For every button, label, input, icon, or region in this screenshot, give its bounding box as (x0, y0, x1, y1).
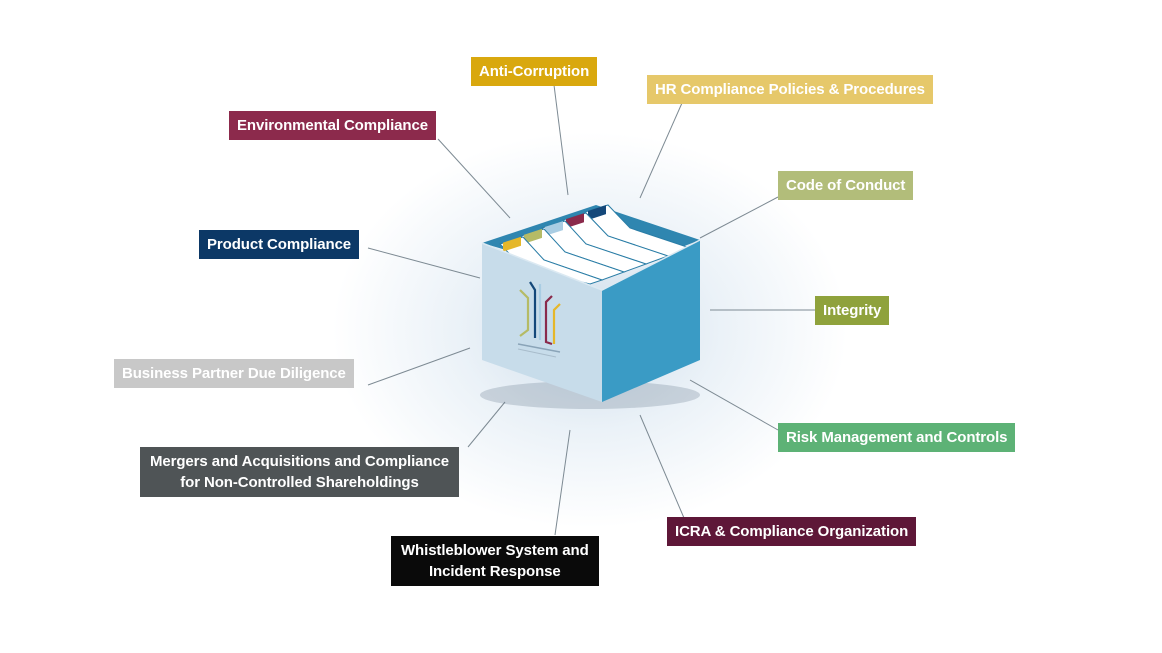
topic-label-line: Incident Response (428, 563, 561, 580)
topic-label-text: Code of Conduct (786, 177, 906, 194)
topic-label-line: for Non-Controlled Shareholdings (180, 474, 419, 491)
topic-mergers-acquisitions: Mergers and Acquisitions and Compliance … (140, 447, 459, 497)
topic-whistleblower-system: Whistleblower System and Incident Respon… (391, 536, 599, 586)
topic-product-compliance: Product Compliance (199, 230, 360, 259)
topic-integrity: Integrity (815, 296, 890, 325)
topic-label-line: Mergers and Acquisitions and Compliance (150, 453, 449, 470)
connector-whistleblower (554, 429, 571, 536)
topic-icra-compliance-organization: ICRA & Compliance Organization (667, 517, 917, 546)
folder-tab (524, 228, 542, 244)
box-front (482, 243, 602, 402)
topic-label-text: HR Compliance Policies & Procedures (655, 81, 925, 98)
folder-tab (566, 213, 584, 229)
topic-business-partner-due-diligence: Business Partner Due Diligence (114, 359, 354, 388)
topic-label-text: Business Partner Due Diligence (122, 365, 346, 382)
connector-hr-compliance (639, 102, 683, 199)
topic-label-text: Product Compliance (207, 236, 352, 253)
logo-caption-line (517, 343, 561, 353)
connector-lines (367, 84, 815, 536)
topic-label-text: Integrity (823, 302, 882, 319)
file-box (480, 204, 701, 409)
folder-dividers (499, 204, 692, 285)
logo-caption-line (517, 348, 557, 358)
connector-business-partner (367, 347, 471, 386)
topic-hr-compliance: HR Compliance Policies & Procedures (647, 75, 933, 104)
connector-code-of-conduct (699, 196, 779, 239)
topic-label-text: Anti-Corruption (479, 63, 590, 80)
topic-environmental-compliance: Environmental Compliance (229, 111, 436, 140)
topic-code-of-conduct: Code of Conduct (778, 171, 914, 200)
box-rim (481, 239, 701, 291)
folder-tab (503, 236, 521, 252)
topic-label-line: Whistleblower System and (401, 542, 589, 559)
integrity-logo-icon (519, 281, 561, 346)
topic-risk-management: Risk Management and Controls (778, 423, 1016, 452)
connector-mergers-acquisitions (467, 401, 506, 448)
folder-tab (545, 221, 563, 236)
topic-anti-corruption: Anti-Corruption (471, 57, 598, 86)
topic-label-text: Environmental Compliance (237, 117, 428, 134)
folder-tab (588, 205, 606, 220)
box-side (602, 240, 700, 402)
topic-label-text: Risk Management and Controls (786, 429, 1008, 446)
connector-icra (639, 414, 685, 519)
topic-label-text: ICRA & Compliance Organization (675, 523, 909, 540)
connector-anti-corruption (553, 84, 569, 196)
connector-product-compliance (367, 247, 481, 279)
connector-environmental-compliance (437, 138, 511, 219)
connector-risk-management (689, 379, 779, 431)
